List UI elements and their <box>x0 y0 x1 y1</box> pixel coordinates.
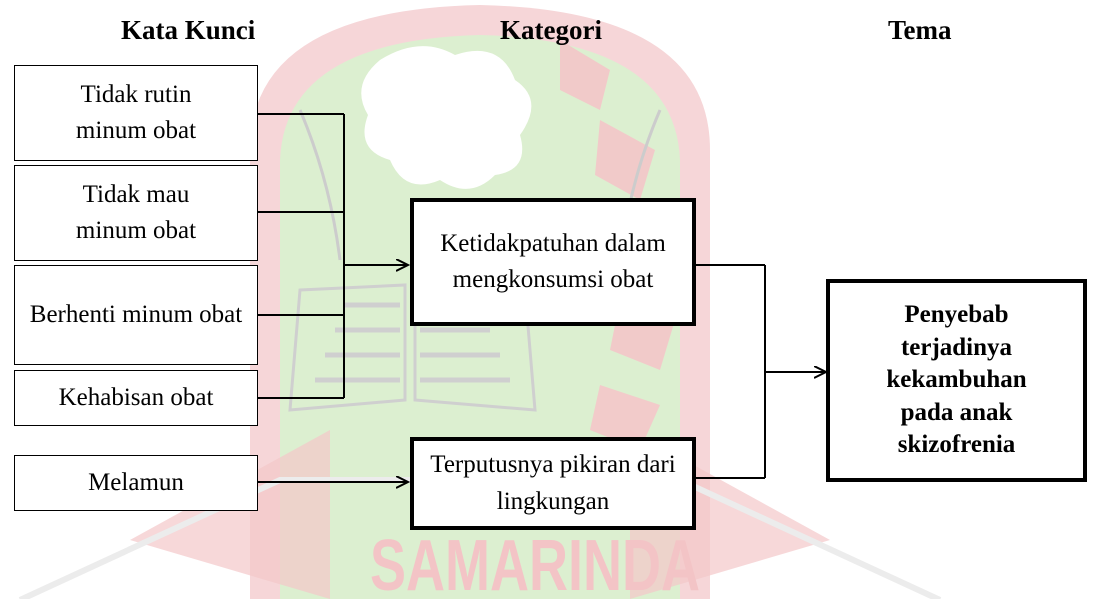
theme-box: Penyebab terjadinya kekambuhan pada anak… <box>826 279 1087 482</box>
category-box-2: Terputusnya pikiran dari lingkungan <box>410 437 696 530</box>
category-label: Terputusnya pikiran dari lingkungan <box>430 451 676 515</box>
keyword-box-3: Berhenti minum obat <box>14 265 258 365</box>
keyword-box-2: Tidak mau minum obat <box>14 165 258 261</box>
keyword-label: Berhenti minum obat <box>29 300 243 328</box>
header-tema: Tema <box>888 15 952 45</box>
keyword-box-1: Tidak rutin minum obat <box>14 65 258 161</box>
watermark-text: SAMARINDA <box>370 526 700 599</box>
category-label: Ketidakpatuhan dalam mengkonsumsi obat <box>440 229 666 293</box>
header-kata-kunci: Kata Kunci <box>121 15 256 45</box>
keyword-label: Kehabisan obat <box>58 383 214 411</box>
category-box-1: Ketidakpatuhan dalam mengkonsumsi obat <box>410 198 696 326</box>
theme-label: Penyebab terjadinya kekambuhan pada anak… <box>886 301 1027 459</box>
keyword-label: Melamun <box>88 468 184 496</box>
keyword-box-5: Melamun <box>14 455 258 511</box>
header-kategori: Kategori <box>500 15 602 45</box>
keyword-label: Tidak rutin minum obat <box>75 80 197 144</box>
keyword-box-4: Kehabisan obat <box>14 370 258 426</box>
keyword-label: Tidak mau minum obat <box>75 180 197 244</box>
